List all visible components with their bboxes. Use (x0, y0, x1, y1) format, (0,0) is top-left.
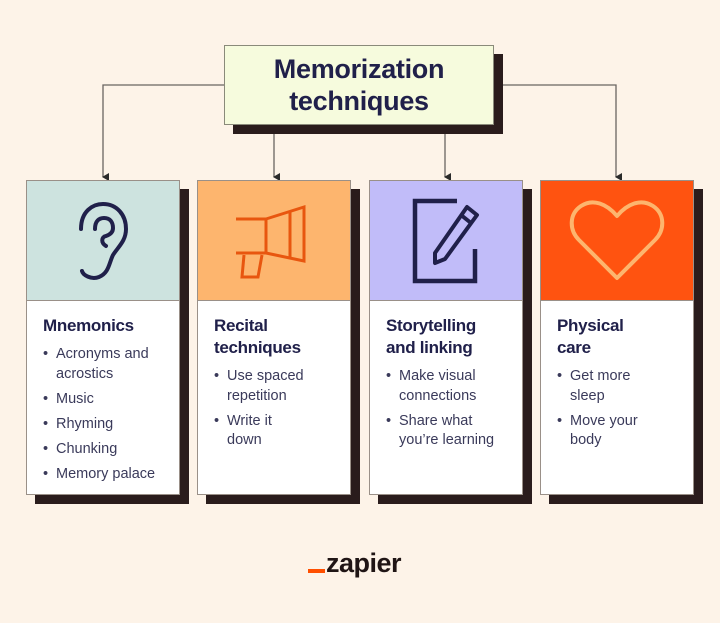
title-node: Memorization techniques (224, 45, 503, 134)
card-list: Acronyms and acrostics Music Rhyming Chu… (43, 345, 179, 484)
card-mnemonics: Mnemonics Acronyms and acrostics Music R… (26, 180, 189, 504)
card-list: Make visual connections Share what you’r… (386, 367, 522, 451)
logo-text: zapier (326, 548, 402, 578)
card-header (27, 181, 179, 301)
card-title: Mnemonics (43, 316, 134, 335)
list-item: Chunking (43, 440, 179, 460)
list-item: Music (43, 390, 179, 410)
card: Physical care Get more sleep Move your b… (540, 180, 694, 495)
ear-icon (79, 201, 128, 280)
heart-icon (569, 199, 665, 280)
card-recital-techniques: Recital techniques Use spaced repetition… (197, 180, 360, 504)
card-header (370, 181, 522, 301)
card-title: Physical care (557, 316, 624, 357)
list-item: Make visual connections (386, 367, 522, 406)
card-physical-care: Physical care Get more sleep Move your b… (540, 180, 703, 504)
card-list: Use spaced repetition Write it down (214, 367, 350, 451)
card: Storytelling and linking Make visual con… (369, 180, 523, 495)
card-list: Get more sleep Move your body (557, 367, 693, 451)
card: Mnemonics Acronyms and acrostics Music R… (26, 180, 180, 495)
title-box: Memorization techniques (224, 45, 494, 125)
list-item: Rhyming (43, 415, 179, 435)
list-item: Get more sleep (557, 367, 693, 406)
diagram-title: Memorization techniques (273, 54, 445, 116)
logo-underscore-mark (308, 569, 325, 573)
list-item: Move your body (557, 412, 693, 451)
card-storytelling-linking: Storytelling and linking Make visual con… (369, 180, 532, 504)
list-item: Memory palace (43, 465, 179, 485)
list-item: Acronyms and acrostics (43, 345, 179, 384)
list-item: Share what you’re learning (386, 412, 522, 451)
card-title: Recital techniques (214, 316, 301, 357)
list-item: Use spaced repetition (214, 367, 350, 406)
zapier-logo: zapier (308, 548, 402, 578)
card-header (198, 181, 350, 301)
card: Recital techniques Use spaced repetition… (197, 180, 351, 495)
card-header (541, 181, 693, 301)
megaphone-icon (236, 204, 306, 278)
list-item: Write it down (214, 412, 350, 451)
pencil-paper-icon (412, 198, 479, 283)
card-title: Storytelling and linking (386, 316, 476, 357)
